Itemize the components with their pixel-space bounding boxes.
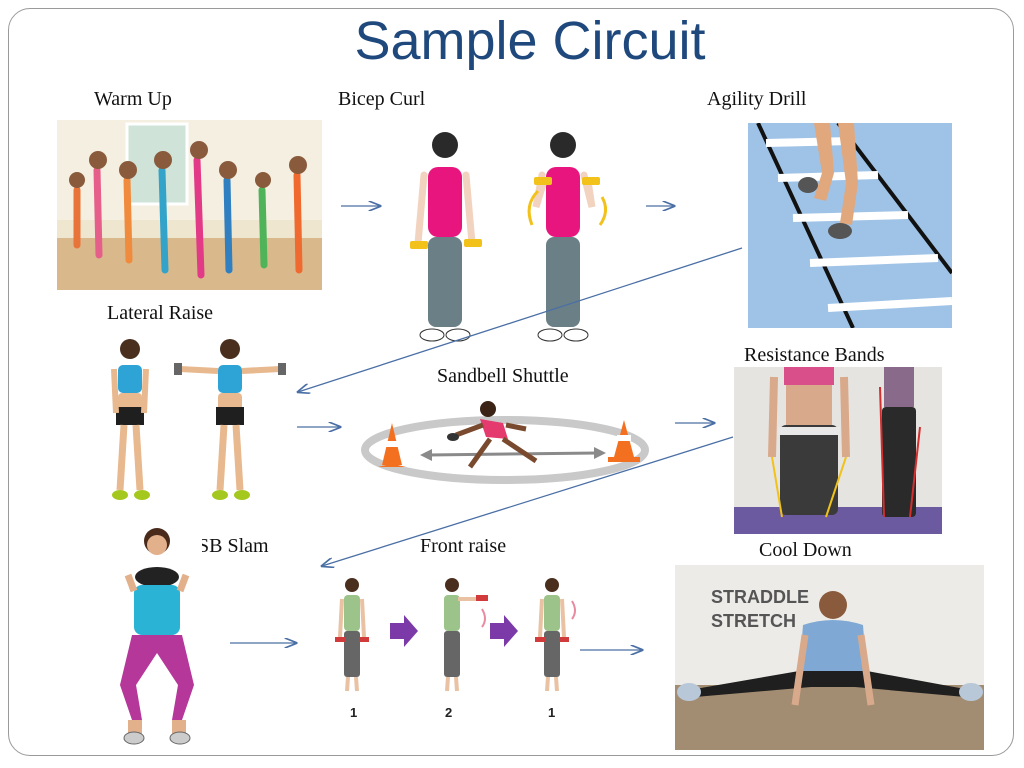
front-raise-step-1: 1 — [350, 705, 357, 720]
sb-slam-photo — [112, 525, 202, 747]
label-warm-up: Warm Up — [94, 88, 172, 110]
label-lateral-raise: Lateral Raise — [107, 302, 214, 324]
agility-drill-photo — [748, 123, 952, 328]
slide-title: Sample Circuit — [354, 11, 706, 71]
label-resistance-bands: Resistance Bands — [744, 344, 885, 366]
label-sb-slam: SB Slam — [198, 535, 269, 557]
label-agility-drill: Agility Drill — [707, 88, 807, 110]
sandbell-shuttle-illustration — [358, 395, 653, 490]
front-raise-step-3: 1 — [548, 705, 555, 720]
stretch-sign-line2: STRETCH — [711, 611, 796, 631]
label-front-raise: Front raise — [420, 535, 507, 557]
warm-up-photo — [57, 120, 322, 290]
front-raise-step-2: 2 — [445, 705, 452, 720]
resistance-bands-photo — [734, 367, 942, 534]
label-sandbell-shuttle: Sandbell Shuttle — [437, 365, 569, 387]
slide-frame — [8, 8, 1014, 756]
label-bicep-curl: Bicep Curl — [338, 88, 426, 110]
label-cool-down: Cool Down — [759, 539, 852, 561]
stretch-sign-line1: STRADDLE — [711, 587, 809, 607]
cool-down-photo: STRADDLE STRETCH — [675, 565, 984, 750]
front-raise-illustration: 1 2 1 — [330, 575, 580, 725]
lateral-raise-illustration — [100, 335, 290, 505]
bicep-curl-illustration — [400, 125, 615, 350]
